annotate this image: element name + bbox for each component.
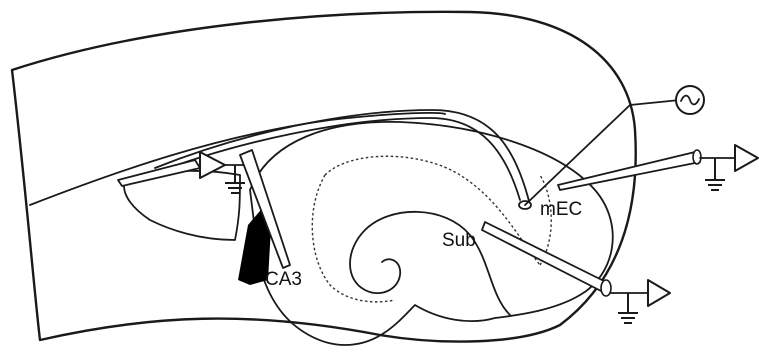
- ground-icon: [618, 293, 638, 323]
- electrode-mec-pipette-end: [693, 150, 701, 164]
- label-sub: Sub: [442, 230, 476, 251]
- label-ca3: CA3: [265, 269, 302, 290]
- amplifier-icon: [200, 152, 225, 178]
- cortex-boundary-upper: [30, 113, 445, 205]
- cell-layer-boundary: [325, 156, 540, 265]
- ground-icon: [225, 165, 245, 193]
- amplifier-icon: [648, 280, 670, 306]
- amplifier-icon: [735, 145, 758, 171]
- ca-layer-boundary: [312, 175, 395, 302]
- stimulator-lead: [525, 100, 680, 205]
- electrode-sub-pipette: [482, 222, 608, 292]
- electrode-mec-pipette: [558, 152, 700, 190]
- electrode-left-pipette: [118, 160, 200, 186]
- hippocampus-outline: [250, 122, 613, 345]
- label-mec: mEC: [540, 199, 582, 220]
- ground-icon: [705, 158, 725, 190]
